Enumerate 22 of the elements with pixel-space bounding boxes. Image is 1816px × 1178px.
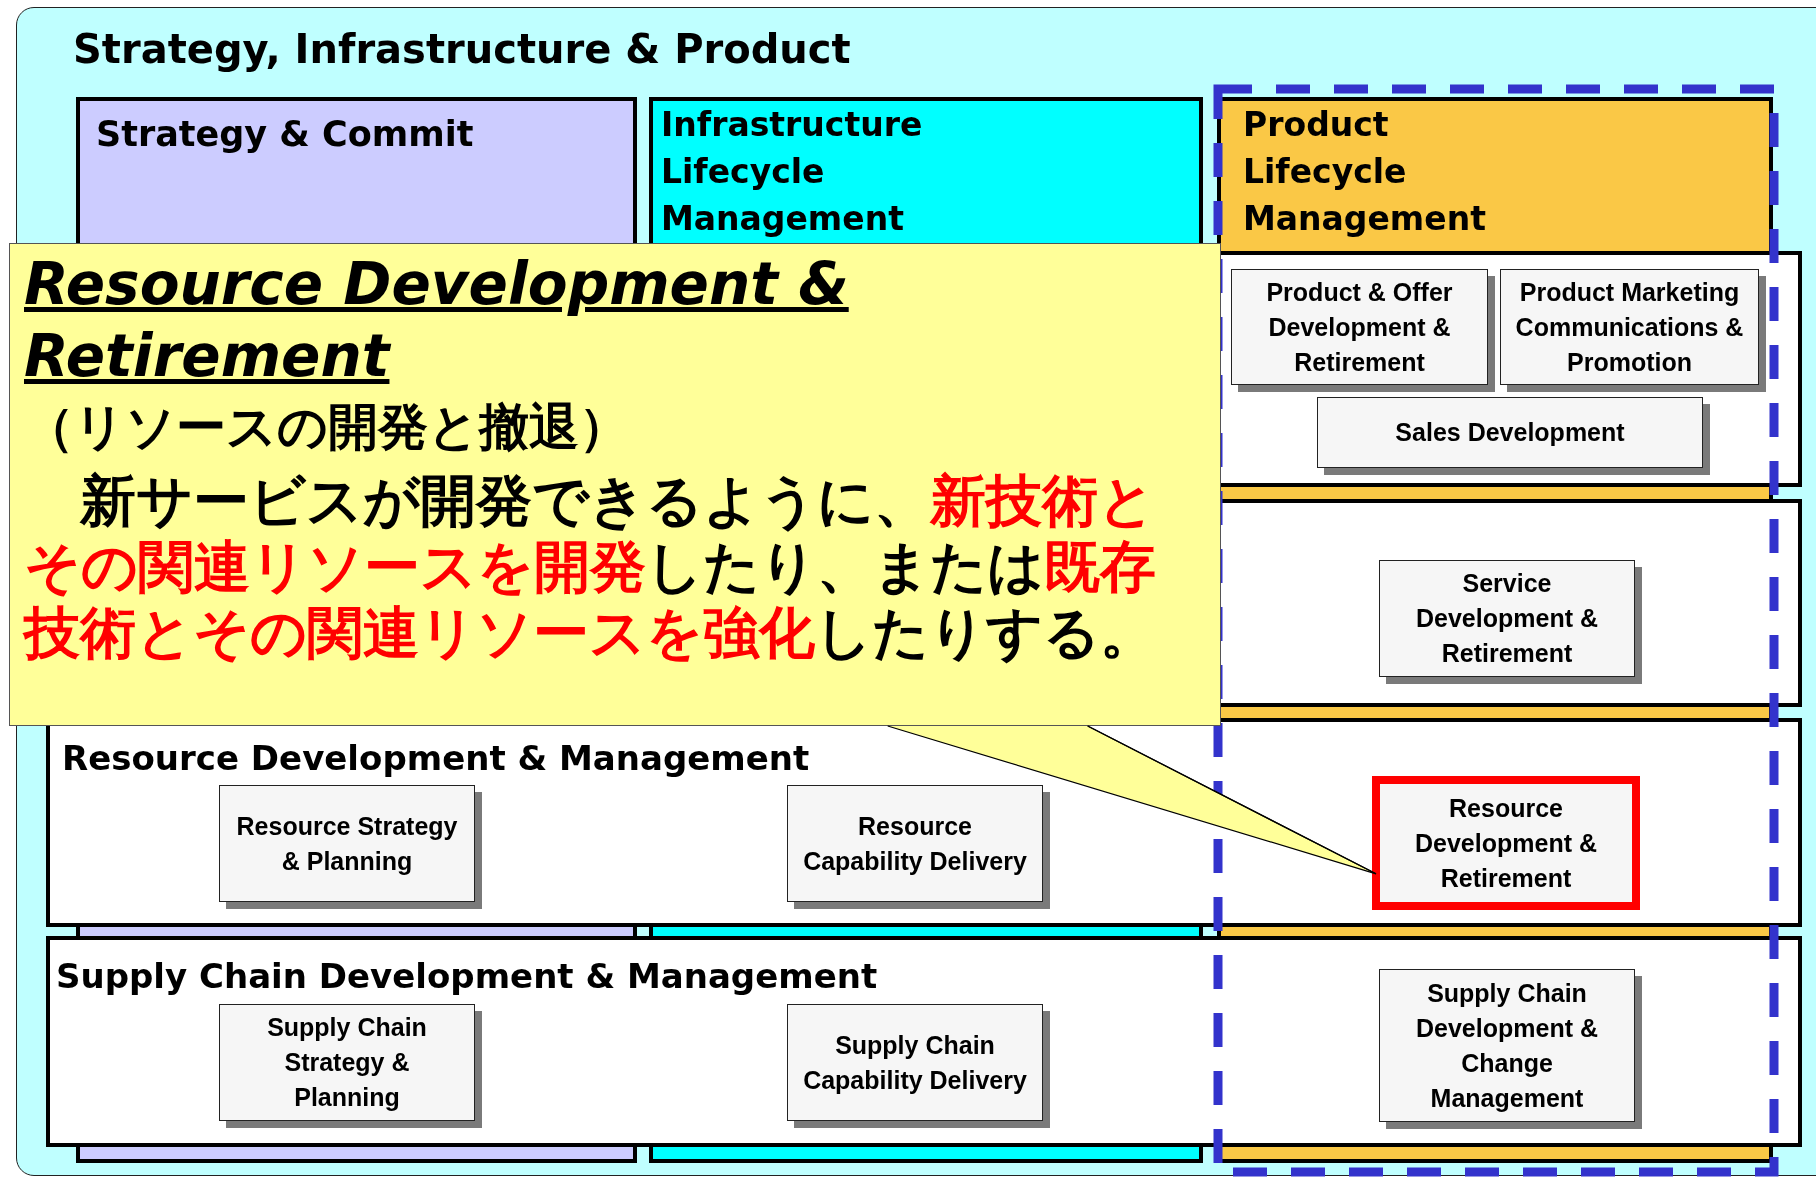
column-title: Infrastructure Lifecycle Management	[661, 104, 921, 240]
box-label: Resource Development & Retirement	[1414, 792, 1598, 894]
box-label: Resource Capability Delivery	[802, 810, 1028, 877]
band-panel	[1221, 499, 1802, 707]
callout-subtitle: （リソースの開発と撤退）	[24, 397, 630, 458]
box-label: Supply Chain Development & Change Management	[1415, 977, 1599, 1114]
process-box	[1372, 776, 1640, 910]
box-label: Supply Chain Capability Delivery	[802, 1029, 1028, 1096]
box-label: Supply Chain Strategy & Planning	[266, 1012, 428, 1113]
column-title: Product Lifecycle Management	[1243, 104, 1487, 240]
box-label: Product Marketing Communications & Promotion	[1514, 276, 1745, 378]
band-title: Resource Development & Management	[62, 737, 810, 780]
box-label: Sales Development	[1395, 417, 1625, 448]
box-label: Resource Strategy & Planning	[235, 810, 459, 877]
column-title: Strategy & Commit	[96, 113, 474, 156]
band-title: Supply Chain Development & Management	[56, 955, 878, 998]
callout-title: Resource Development & Retirement	[24, 249, 850, 392]
band-panel	[1221, 251, 1802, 487]
box-label: Product & Offer Development & Retirement	[1265, 276, 1454, 378]
panel-title: Strategy, Infrastructure & Product	[73, 25, 851, 74]
box-label: Service Development & Retirement	[1415, 568, 1599, 669]
callout-text: 新サービスが開発できるように、新技術とその関連リソースを開発したり、または既存技術とその関連リソースを強化したりする。	[24, 468, 1157, 666]
